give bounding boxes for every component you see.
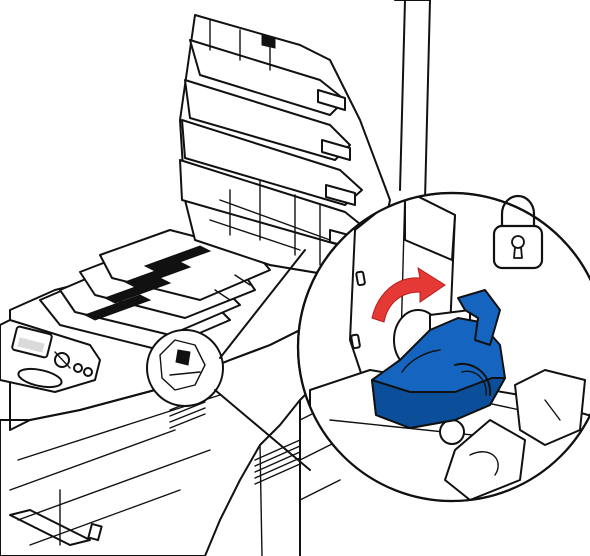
control-panel — [0, 319, 101, 393]
callout-small-circle — [146, 249, 311, 471]
power-button — [17, 367, 63, 389]
printer-body — [0, 239, 346, 556]
lock-lever — [371, 289, 506, 429]
vent-grille-right — [254, 439, 301, 485]
lcd-screen — [11, 325, 53, 359]
zoom-detail — [296, 191, 590, 503]
led-head-assembly — [179, 0, 431, 276]
paper-tray — [9, 509, 91, 546]
curved-arrow-icon — [371, 266, 446, 323]
lock-icon — [492, 194, 544, 270]
